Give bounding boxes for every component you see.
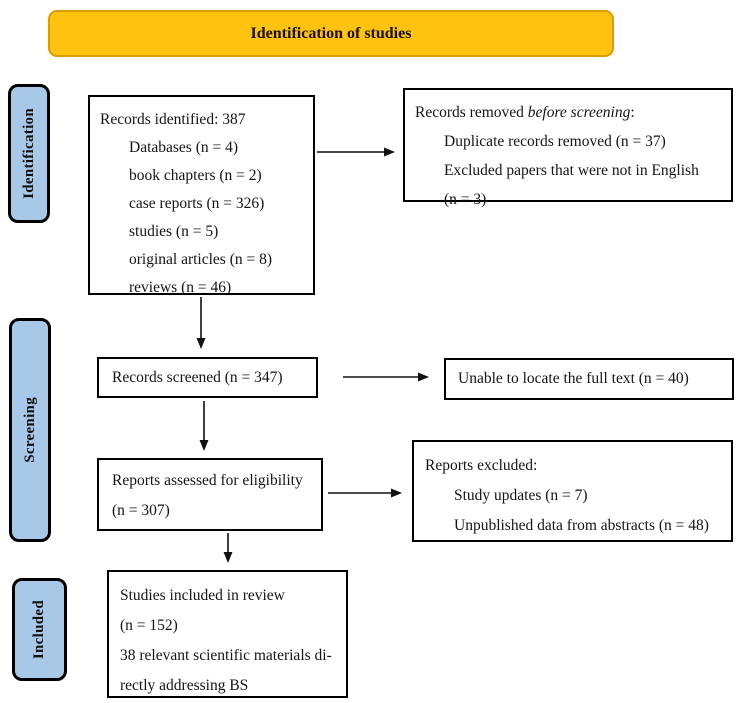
box-records-screened: Records screened (n = 347)	[97, 357, 318, 398]
reports-excluded-item: Study updates (n = 7)	[454, 487, 588, 504]
records-removed-item: Duplicate records removed (n = 37)	[444, 133, 666, 150]
records-identified-item: book chapters (n = 2)	[129, 167, 262, 184]
studies-included-line: (n = 152)	[120, 617, 178, 634]
box-studies-included: Studies included in review (n = 152) 38 …	[107, 570, 348, 698]
records-identified-title: Records identified: 387	[100, 111, 246, 128]
stage-identification: Identification	[8, 84, 50, 223]
records-identified-item: original articles (n = 8)	[129, 251, 273, 268]
stage-included: Included	[12, 578, 67, 681]
box-records-identified: Records identified: 387 Databases (n = 4…	[88, 95, 315, 296]
studies-included-line: rectly addressing BS	[120, 677, 249, 694]
stage-screening: Screening	[9, 318, 51, 542]
records-removed-title: Records removed before screening:	[415, 98, 721, 127]
records-removed-title-italic: before screening	[527, 104, 631, 121]
banner-identification-of-studies: Identification of studies	[48, 10, 614, 57]
reports-excluded-title: Reports excluded:	[425, 457, 538, 474]
records-identified-item: reviews (n = 46)	[129, 279, 232, 296]
box-reports-assessed: Reports assessed for eligibility (n = 30…	[97, 458, 323, 531]
banner-label: Identification of studies	[250, 24, 412, 42]
records-identified-item: studies (n = 5)	[129, 223, 219, 240]
records-screened-label: Records screened (n = 347)	[112, 368, 283, 386]
records-removed-item: Excluded papers that were not in English	[444, 162, 699, 179]
studies-included-line: Studies included in review	[120, 587, 285, 604]
stage-identification-label: Identification	[20, 108, 37, 199]
records-identified-item: case reports (n = 326)	[129, 195, 265, 212]
records-removed-title-suffix: :	[630, 104, 635, 121]
reports-assessed-line2: (n = 307)	[112, 502, 170, 519]
records-removed-title-prefix: Records removed	[415, 104, 528, 121]
stage-included-label: Included	[31, 599, 47, 660]
box-reports-excluded: Reports excluded: Study updates (n = 7) …	[412, 440, 733, 542]
reports-excluded-item: Unpublished data from abstracts (n = 48)	[454, 517, 709, 534]
records-removed-item: (n = 3)	[444, 191, 487, 208]
records-identified-item: Databases (n = 4)	[129, 139, 239, 156]
box-records-removed: Records removed before screening: Duplic…	[403, 88, 733, 208]
full-text-not-located-label: Unable to locate the full text (n = 40)	[458, 370, 689, 387]
stage-screening-label: Screening	[21, 397, 38, 463]
box-full-text-not-located: Unable to locate the full text (n = 40)	[444, 358, 734, 400]
studies-included-line: 38 relevant scientific materials di-	[120, 647, 332, 664]
reports-assessed-line1: Reports assessed for eligibility	[112, 472, 303, 489]
